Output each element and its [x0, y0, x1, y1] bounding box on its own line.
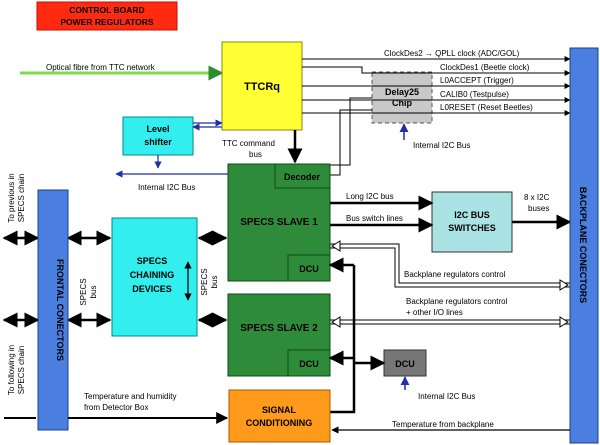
specs-slave-1-label: SPECS SLAVE 1 [240, 217, 318, 228]
temp-humidity-label2: from Detector Box [84, 403, 148, 412]
level-shifter-label2: shifter [144, 137, 172, 147]
temp-humidity-label1: Temperature and humidity [84, 392, 177, 401]
specs-chaining-label1: SPECS [137, 256, 168, 266]
dcu-1-label: DCU [299, 264, 319, 274]
i2c-switches-block [431, 191, 513, 253]
optical-fibre-label: Optical fibre from TTC network [46, 63, 156, 72]
dcu-3-label: DCU [395, 359, 415, 369]
to-following-label1: To following in [7, 345, 16, 395]
backplane-reg-arrowheads [331, 240, 569, 328]
ttc-command-label1: TTC command [222, 139, 275, 148]
backplane-reg-label: Backplane regulators control [404, 270, 506, 279]
to-previous-label1: To previous in [7, 173, 16, 222]
ttc-command-label2: bus [249, 150, 262, 159]
frontal-connectors-label: FRONTAL CONECTORS [55, 259, 65, 361]
dcu-3-i2c-label: Internal I2C Bus [418, 392, 475, 401]
level-shifter-links [115, 119, 228, 178]
level-shifter-label1: Level [146, 124, 169, 134]
specs-slave-2-label: SPECS SLAVE 2 [240, 323, 318, 334]
signal-conditioning-label2: CONDITIONING [246, 418, 313, 428]
ttcrq-block [221, 41, 303, 131]
clockdes1-label: ClockDes1 (Beetle clock) [440, 63, 530, 72]
ttcrq-label: TTCRq [244, 81, 280, 93]
to-following-label2: SPECS chain [17, 346, 26, 394]
l0accept-label: L0ACCEPT (Trigger) [440, 76, 514, 85]
internal-i2c-label: Internal I2C Bus [138, 183, 195, 192]
specs-bus-labels: SPECS bus SPECS bus [79, 268, 219, 305]
level-shifter-block [122, 116, 194, 156]
long-i2c-label: Long I2C bus [346, 192, 394, 201]
slave1-to-switch-lines [330, 195, 572, 233]
backplane-connectors-block [569, 47, 599, 444]
chain-labels: To previous in SPECS chain To following … [7, 173, 26, 395]
i2c-switches-label2: SWITCHES [448, 223, 496, 233]
delay25-label2: Chip [392, 98, 412, 108]
i2c-switches-label1: I2C BUS [454, 210, 490, 220]
frontal-connectors-block [37, 189, 69, 431]
l0reset-label: L0RESET (Reset Beetles) [440, 103, 533, 112]
specs-bus-right-label2: bus [210, 276, 219, 289]
backplane-reg-io-label1: Backplane regulators control [406, 297, 508, 306]
specs-bus-lines [2, 230, 228, 328]
temp-backplane-label: Temperature from backplane [392, 420, 494, 429]
dcu-3-block [383, 349, 427, 377]
specs-chaining-label2: CHAINING [130, 270, 175, 280]
calib0-label: CALIB0 (Testpulse) [440, 90, 509, 99]
specs-chaining-block [111, 217, 198, 337]
backplane-reg-lines [330, 243, 570, 325]
dcu-signal-lines [328, 257, 386, 414]
title-line1: CONTROL BOARD [69, 5, 144, 15]
ttc-signal-lines [302, 56, 571, 176]
i2c-buses-label2: buses [528, 204, 549, 213]
dcu-2-label: DCU [299, 359, 319, 369]
delay25-label1: Delay25 [385, 87, 419, 97]
bus-switch-label: Bus switch lines [346, 214, 403, 223]
title-line2: POWER REGULATORS [60, 17, 154, 27]
i2c-buses-label1: 8 x I2C [524, 193, 550, 202]
decoder-block [274, 163, 331, 189]
delay25-chip [371, 71, 433, 124]
title-box: CONTROL BOARD POWER REGULATORS [36, 1, 178, 31]
signal-conditioning-block [228, 389, 331, 443]
decoder-label: Decoder [284, 172, 321, 182]
to-previous-label2: SPECS chain [17, 174, 26, 222]
delay25-i2c-label: Internal I2C Bus [413, 141, 470, 150]
specs-bus-left-label2: bus [89, 286, 98, 299]
backplane-connectors-label: BACKPLANE CONECTORS [578, 187, 588, 303]
specs-bus-left-label1: SPECS [79, 278, 88, 305]
backplane-reg-io-label2: + other I/O lines [406, 308, 463, 317]
dcu-2-block [287, 349, 331, 377]
signal-conditioning-label1: SIGNAL [262, 405, 297, 415]
specs-bus-right-label1: SPECS [200, 268, 209, 295]
specs-chaining-label3: DEVICES [132, 284, 172, 294]
clockdes2-label: ClockDes2 → QPLL clock (ADC/GOL) [384, 49, 520, 58]
